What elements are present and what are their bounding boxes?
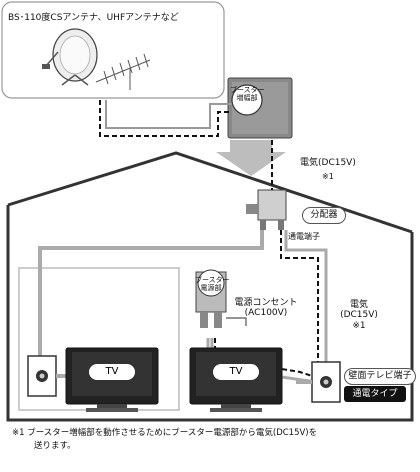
- booster-power-label-line1: ブースター: [195, 276, 230, 284]
- left-tv-icon: [65, 347, 159, 412]
- tv-left-label: TV: [89, 364, 135, 380]
- power-dc-top-note: ※1: [322, 172, 334, 181]
- booster-power-unit: [195, 269, 227, 328]
- power-pass-terminal: 通電端子: [288, 232, 320, 241]
- booster-amp-label-line2: 増幅部: [236, 94, 258, 103]
- booster-power-label-line2: 電源部: [200, 284, 222, 293]
- outlet-label-line1: 電源コンセント: [234, 298, 298, 308]
- booster-power-label: ブースター 電源部: [195, 276, 230, 293]
- splitter-unit: [246, 189, 287, 230]
- power-dc-right-line1: 電気: [349, 300, 368, 310]
- power-dc-right-line2: (DC15V): [340, 310, 378, 321]
- footnote-line2: 送ります。: [34, 441, 76, 451]
- power-dc-right: 電気 (DC15V) ※1: [331, 300, 387, 331]
- uhf-antenna-icon: [95, 53, 151, 90]
- satellite-dish-icon: [42, 28, 98, 86]
- booster-amp-label: ブースター 増幅部: [230, 86, 265, 103]
- antenna-label: BS･110度CSアンテナ、UHFアンテナなど: [8, 13, 179, 23]
- footnote: ※1 ブースター増幅部を動作させるためにブースター電源部から電気(DC15V)を…: [12, 427, 412, 453]
- booster-amp-label-line1: ブースター: [230, 86, 265, 94]
- outlet-label: 電源コンセント (AC100V): [226, 298, 306, 319]
- right-tv-icon: [189, 347, 283, 412]
- tv-right-label: TV: [213, 364, 259, 380]
- power-dc-top: 電気(DC15V): [300, 158, 356, 168]
- wall-terminal-label: 壁面テレビ端子: [344, 368, 416, 385]
- antenna-box: [1, 1, 225, 99]
- wall-terminal-type: 通電タイプ: [344, 386, 406, 402]
- splitter-label: 分配器: [302, 207, 346, 224]
- power-dc-right-line3: ※1: [352, 320, 366, 331]
- footnote-line1: ※1 ブースター増幅部を動作させるためにブースター電源部から電気(DC15V)を: [12, 428, 318, 438]
- outlet-label-line2: (AC100V): [244, 308, 288, 319]
